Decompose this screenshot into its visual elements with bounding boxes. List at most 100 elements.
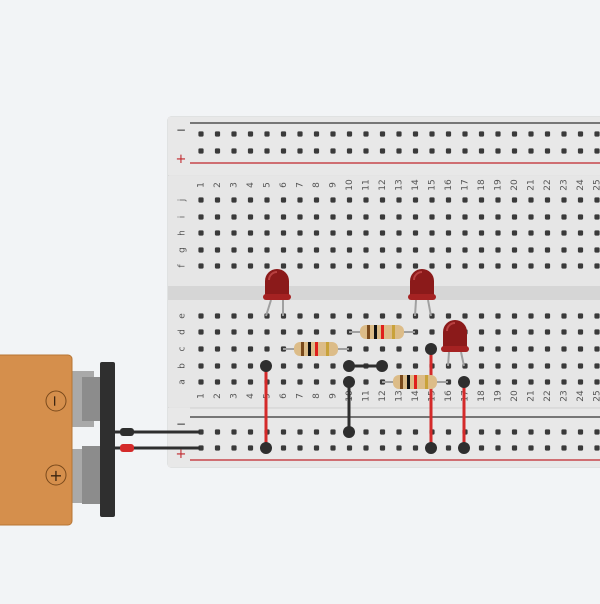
breadboard-hole[interactable] [561,247,566,252]
breadboard-hole[interactable] [594,379,599,384]
breadboard-hole[interactable] [578,197,583,202]
breadboard-hole[interactable] [594,445,599,450]
breadboard-hole[interactable] [578,148,583,153]
breadboard-hole[interactable] [297,329,302,334]
breadboard-hole[interactable] [479,148,484,153]
breadboard-hole[interactable] [198,363,203,368]
breadboard-hole[interactable] [561,131,566,136]
breadboard-hole[interactable] [413,131,418,136]
breadboard-hole[interactable] [462,131,467,136]
breadboard-hole[interactable] [248,214,253,219]
breadboard-hole[interactable] [215,313,220,318]
breadboard-hole[interactable] [248,197,253,202]
breadboard-hole[interactable] [495,263,500,268]
breadboard-hole[interactable] [561,197,566,202]
breadboard-hole[interactable] [363,445,368,450]
breadboard-hole[interactable] [479,230,484,235]
breadboard-hole[interactable] [495,363,500,368]
breadboard-hole[interactable] [561,379,566,384]
breadboard-hole[interactable] [528,363,533,368]
breadboard-hole[interactable] [347,445,352,450]
breadboard-hole[interactable] [297,313,302,318]
breadboard-hole[interactable] [594,429,599,434]
breadboard-hole[interactable] [578,247,583,252]
breadboard-hole[interactable] [380,263,385,268]
breadboard-hole[interactable] [215,429,220,434]
breadboard-hole[interactable] [446,263,451,268]
breadboard-hole[interactable] [594,329,599,334]
breadboard-hole[interactable] [248,329,253,334]
breadboard-hole[interactable] [314,379,319,384]
breadboard-hole[interactable] [264,131,269,136]
breadboard-hole[interactable] [396,148,401,153]
breadboard-hole[interactable] [446,429,451,434]
breadboard-hole[interactable] [561,329,566,334]
breadboard-hole[interactable] [380,197,385,202]
breadboard-hole[interactable] [545,148,550,153]
breadboard-hole[interactable] [248,346,253,351]
breadboard-hole[interactable] [561,429,566,434]
breadboard-hole[interactable] [363,263,368,268]
breadboard-hole[interactable] [396,429,401,434]
breadboard-hole[interactable] [446,214,451,219]
breadboard-hole[interactable] [545,230,550,235]
breadboard-hole[interactable] [429,197,434,202]
breadboard-hole[interactable] [314,329,319,334]
breadboard-hole[interactable] [248,247,253,252]
breadboard-hole[interactable] [264,230,269,235]
breadboard-hole[interactable] [248,263,253,268]
breadboard-hole[interactable] [330,363,335,368]
breadboard-hole[interactable] [281,329,286,334]
breadboard-hole[interactable] [495,379,500,384]
breadboard-hole[interactable] [281,247,286,252]
breadboard-hole[interactable] [198,329,203,334]
breadboard-hole[interactable] [314,247,319,252]
breadboard-hole[interactable] [231,313,236,318]
breadboard-hole[interactable] [578,445,583,450]
breadboard-hole[interactable] [281,429,286,434]
breadboard-hole[interactable] [594,363,599,368]
breadboard-hole[interactable] [231,363,236,368]
breadboard-hole[interactable] [495,429,500,434]
breadboard-hole[interactable] [479,313,484,318]
breadboard-hole[interactable] [479,247,484,252]
breadboard-hole[interactable] [314,214,319,219]
breadboard-hole[interactable] [561,363,566,368]
breadboard-hole[interactable] [545,313,550,318]
breadboard-hole[interactable] [330,247,335,252]
breadboard-hole[interactable] [561,148,566,153]
breadboard-hole[interactable] [528,230,533,235]
breadboard-hole[interactable] [297,247,302,252]
breadboard-hole[interactable] [297,131,302,136]
breadboard-hole[interactable] [198,131,203,136]
breadboard-hole[interactable] [215,346,220,351]
breadboard-hole[interactable] [578,329,583,334]
breadboard-hole[interactable] [380,131,385,136]
breadboard-hole[interactable] [281,197,286,202]
breadboard-hole[interactable] [380,148,385,153]
breadboard-hole[interactable] [330,263,335,268]
breadboard-hole[interactable] [396,313,401,318]
breadboard-hole[interactable] [330,329,335,334]
breadboard-hole[interactable] [413,197,418,202]
breadboard-hole[interactable] [215,247,220,252]
breadboard-hole[interactable] [429,329,434,334]
breadboard-hole[interactable] [429,247,434,252]
breadboard-hole[interactable] [330,131,335,136]
breadboard-hole[interactable] [479,263,484,268]
breadboard-hole[interactable] [495,230,500,235]
breadboard-hole[interactable] [215,148,220,153]
breadboard-hole[interactable] [363,346,368,351]
breadboard-hole[interactable] [495,445,500,450]
breadboard-hole[interactable] [561,313,566,318]
breadboard-hole[interactable] [512,379,517,384]
breadboard-hole[interactable] [363,429,368,434]
breadboard-hole[interactable] [545,247,550,252]
breadboard-hole[interactable] [446,247,451,252]
breadboard-hole[interactable] [512,197,517,202]
breadboard-hole[interactable] [330,197,335,202]
breadboard-hole[interactable] [264,346,269,351]
breadboard-hole[interactable] [512,263,517,268]
breadboard-hole[interactable] [396,445,401,450]
breadboard-hole[interactable] [528,346,533,351]
